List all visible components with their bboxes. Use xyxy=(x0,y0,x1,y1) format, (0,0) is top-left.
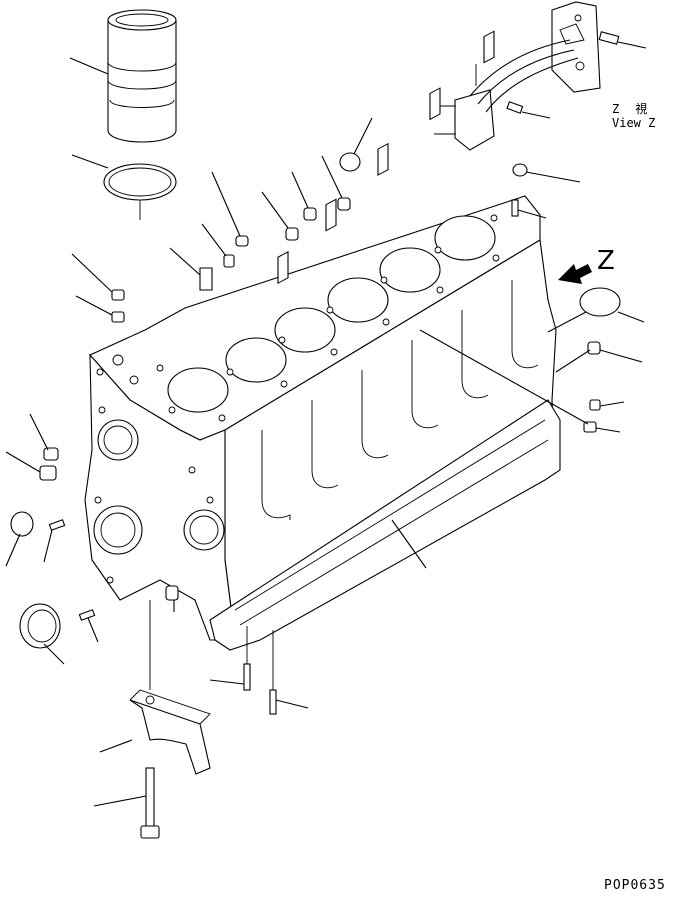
z-arrow-label: Z xyxy=(597,246,615,276)
bore-2 xyxy=(225,337,287,383)
bore-6 xyxy=(434,215,496,261)
cylinder-block-body xyxy=(84,195,561,651)
view-z-arrow xyxy=(558,264,592,284)
liner-o-ring-part xyxy=(103,163,177,201)
pin-right xyxy=(511,199,547,219)
leader-o-ring xyxy=(71,154,109,169)
plug-2-part xyxy=(75,295,125,323)
plug-1-part xyxy=(71,253,125,301)
front-face-details xyxy=(93,406,225,584)
plug-right-3 xyxy=(419,329,621,433)
view-z-caption-en: View Z xyxy=(612,116,656,130)
plug-front-1 xyxy=(29,413,59,461)
bolt-2-part xyxy=(269,630,309,715)
leader-liner xyxy=(69,57,109,75)
bolt-1-part xyxy=(209,626,251,691)
dowel-front xyxy=(78,609,99,643)
plug-front-3 xyxy=(165,585,179,612)
dowel-top-5 xyxy=(321,155,351,211)
bore-4 xyxy=(327,277,389,323)
plug-front-2 xyxy=(5,451,57,481)
fitting-part xyxy=(169,247,213,291)
bore-5 xyxy=(379,247,441,293)
drawing-code: POP0635 xyxy=(604,878,666,893)
cylinder-liner-part xyxy=(107,9,177,143)
plug-right-1 xyxy=(555,341,643,373)
gear-ring-part xyxy=(19,603,65,665)
view-z-detail xyxy=(434,1,647,151)
plug-right-2 xyxy=(589,399,625,411)
dowel-top-4 xyxy=(291,171,317,221)
pin-front xyxy=(43,519,66,563)
dowel-top-1 xyxy=(201,223,235,268)
bore-1 xyxy=(167,367,229,413)
bore-3 xyxy=(274,307,336,353)
seal-front xyxy=(5,511,34,567)
cap-bolt-part xyxy=(93,767,160,839)
cylinder-bores xyxy=(167,215,496,413)
expansion-plug-top xyxy=(339,117,373,172)
dowel-top-3 xyxy=(261,191,299,241)
expansion-plug-right xyxy=(512,163,581,183)
oil-pan-rail-leader xyxy=(391,519,427,569)
main-bearing-cap-part xyxy=(99,600,211,775)
dowel-top-2 xyxy=(211,171,249,247)
side-ribs xyxy=(261,30,539,520)
view-z-caption-jp: Z 視 xyxy=(612,102,650,116)
deck-holes xyxy=(96,214,500,422)
large-cap-right xyxy=(547,287,645,333)
